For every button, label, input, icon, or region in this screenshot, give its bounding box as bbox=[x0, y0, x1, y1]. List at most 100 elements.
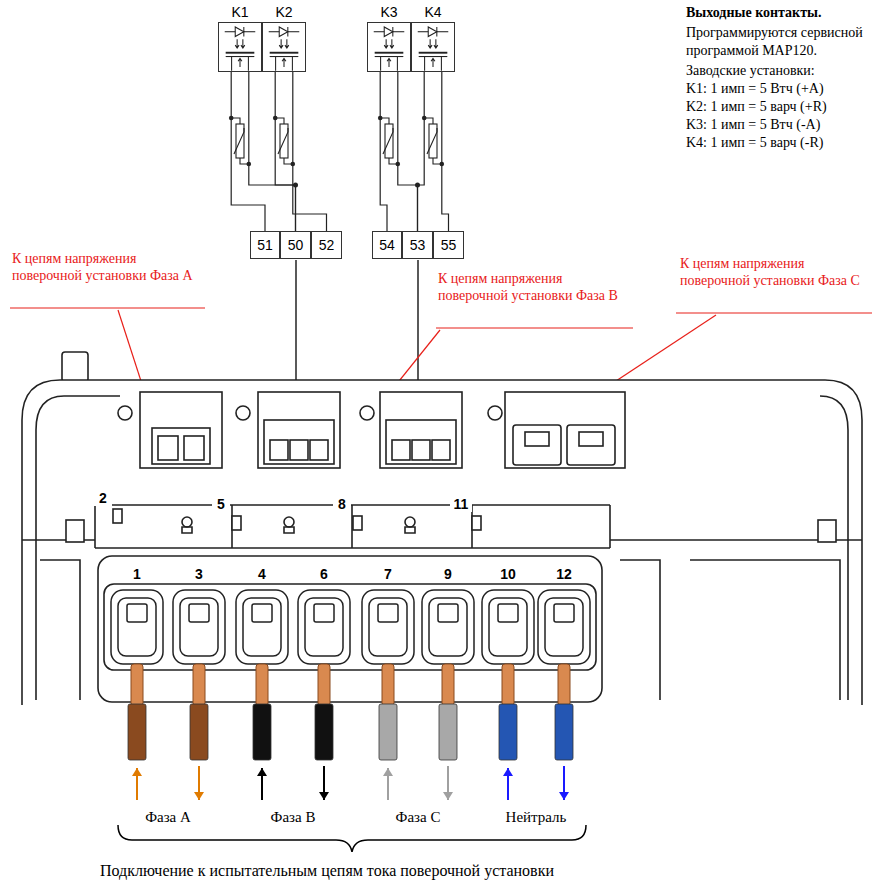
optocoupler-symbol bbox=[412, 23, 454, 71]
wire-insulation bbox=[555, 704, 573, 760]
optocoupler-box: K3 bbox=[367, 22, 411, 72]
line-stroke bbox=[243, 27, 244, 37]
drawing-stroke bbox=[360, 406, 374, 420]
drawing-stroke bbox=[22, 380, 862, 705]
drawing-stroke bbox=[95, 505, 610, 548]
line-stroke bbox=[375, 56, 404, 57]
drawing-stroke bbox=[310, 440, 328, 460]
terminal-opening bbox=[545, 598, 583, 656]
terminal-number: 55 bbox=[441, 237, 457, 253]
path-stroke bbox=[384, 27, 393, 37]
terminal-opening bbox=[118, 598, 156, 656]
terminal-opening bbox=[489, 598, 527, 656]
copper-core bbox=[442, 664, 454, 706]
terminal-opening bbox=[369, 598, 407, 656]
contact-name: K2 bbox=[253, 4, 315, 20]
junction-dot bbox=[293, 183, 298, 188]
drawing-stroke bbox=[152, 428, 210, 464]
copper-core bbox=[318, 664, 330, 706]
terminal-screw bbox=[127, 604, 147, 622]
terminal-box: 52 bbox=[311, 231, 342, 259]
terminal-opening bbox=[305, 598, 343, 656]
drawing-stroke bbox=[676, 312, 872, 313]
terminal-number: 54 bbox=[379, 237, 395, 253]
copper-core bbox=[256, 664, 268, 706]
varistor-symbol bbox=[234, 128, 244, 154]
terminal-number: 1 bbox=[123, 566, 151, 582]
drawing-stroke bbox=[380, 392, 462, 468]
path-stroke bbox=[235, 27, 244, 37]
drawing-stroke bbox=[436, 327, 633, 328]
wire-insulation bbox=[253, 704, 271, 760]
terminal-screw bbox=[189, 604, 209, 622]
path-stroke bbox=[235, 39, 245, 48]
terminal-opening bbox=[180, 598, 218, 656]
drawing-stroke bbox=[104, 584, 596, 670]
line-stroke bbox=[270, 52, 299, 54]
terminal-number: 50 bbox=[288, 237, 304, 253]
path-stroke bbox=[428, 27, 437, 37]
pulse-setting: K1: 1 имп = 5 Втч (+A) bbox=[686, 80, 882, 98]
line-stroke bbox=[226, 52, 255, 54]
wire-insulation bbox=[190, 704, 208, 760]
junction-dot bbox=[396, 162, 401, 167]
current-wires bbox=[128, 664, 573, 800]
drawing-stroke bbox=[258, 392, 340, 468]
terminal-opening bbox=[243, 598, 281, 656]
path-stroke bbox=[381, 57, 398, 71]
terminal-number: 5 bbox=[212, 496, 230, 512]
drawing-stroke bbox=[525, 432, 549, 446]
drawing-stroke bbox=[472, 516, 481, 530]
path-stroke bbox=[276, 57, 293, 71]
drawing-stroke bbox=[182, 527, 415, 533]
drawing-stroke bbox=[405, 517, 415, 527]
caption: Подключение к испытательным цепям тока п… bbox=[100, 862, 660, 880]
junction-dot bbox=[273, 116, 278, 121]
path-stroke bbox=[238, 58, 242, 67]
terminal-box: 50 bbox=[280, 231, 311, 259]
current-arrowhead bbox=[132, 768, 142, 776]
junction-dot bbox=[378, 116, 383, 121]
line-stroke bbox=[436, 27, 437, 37]
contact-name: K1 bbox=[209, 4, 271, 20]
phase-label: Фаза С bbox=[368, 808, 468, 826]
drawing-stroke bbox=[66, 520, 84, 542]
terminal-box: 54 bbox=[372, 231, 402, 259]
note-text: Заводские установки: bbox=[686, 62, 882, 80]
junction-dot bbox=[291, 162, 296, 167]
terminal-screw bbox=[378, 604, 398, 622]
phase-label: Фаза А bbox=[118, 808, 218, 826]
terminal-cell bbox=[236, 590, 288, 664]
varistor-symbol bbox=[427, 128, 437, 154]
terminal-cell bbox=[482, 590, 534, 664]
drawing-stroke bbox=[118, 406, 132, 420]
terminal-number: 53 bbox=[410, 237, 426, 253]
current-arrowhead bbox=[194, 792, 204, 800]
line-stroke bbox=[419, 52, 448, 54]
line-stroke bbox=[270, 56, 299, 57]
drawing-stroke bbox=[579, 432, 603, 446]
drawing-stroke bbox=[140, 392, 222, 468]
wire-insulation bbox=[499, 704, 517, 760]
copper-core bbox=[558, 664, 570, 706]
path-stroke bbox=[428, 39, 438, 48]
junction-dot bbox=[440, 162, 445, 167]
junction-dot bbox=[247, 162, 252, 167]
drawing-stroke bbox=[567, 425, 615, 465]
note-heading: Выходные контакты. bbox=[686, 4, 882, 22]
contact-wire bbox=[293, 72, 327, 231]
contact-wire bbox=[231, 72, 265, 231]
drawing-stroke bbox=[392, 440, 410, 460]
terminal-screw bbox=[438, 604, 458, 622]
line-stroke bbox=[226, 56, 255, 57]
drawing-stroke bbox=[264, 420, 334, 464]
junction-dot bbox=[415, 183, 420, 188]
path-stroke bbox=[279, 27, 288, 37]
terminal-screw bbox=[252, 604, 272, 622]
line-stroke bbox=[287, 27, 288, 37]
current-arrowhead bbox=[319, 792, 329, 800]
optocoupler-symbol bbox=[219, 23, 261, 71]
voltage-callout: К цепям напряжения поверочной установки … bbox=[12, 250, 208, 284]
phase-label: Фаза В bbox=[243, 808, 343, 826]
